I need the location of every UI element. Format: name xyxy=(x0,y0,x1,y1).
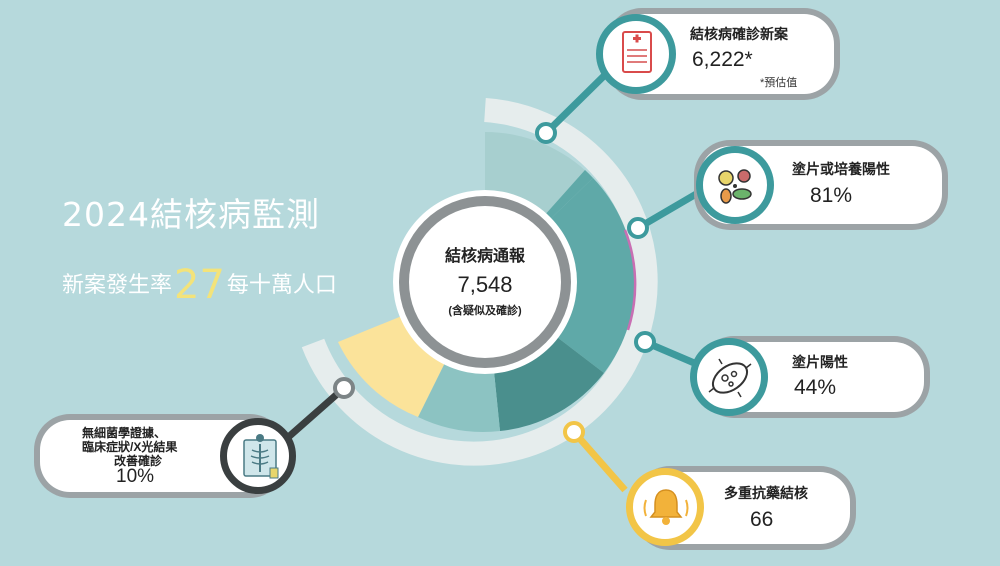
center-note: (含疑似及確診) xyxy=(448,305,522,317)
card-value: 66 xyxy=(750,508,774,531)
bacterium-icon xyxy=(690,338,768,416)
bacteria-icon xyxy=(696,146,774,224)
card-label: 多重抗藥結核 xyxy=(724,485,808,501)
connector-dot xyxy=(333,377,355,399)
incidence-rate: 新案發生率27每十萬人口 xyxy=(62,262,337,308)
card-value: 10% xyxy=(116,466,155,487)
incidence-suffix: 每十萬人口 xyxy=(226,273,337,298)
center-label: 結核病通報 xyxy=(444,248,525,265)
incidence-value: 27 xyxy=(174,262,225,308)
connector-dot xyxy=(627,217,649,239)
page-title: 2024結核病監測 xyxy=(62,195,320,234)
card-label-line3: 改善確診 xyxy=(114,454,163,468)
center-summary: 結核病通報 7,548 (含疑似及確診) xyxy=(410,242,560,318)
card-label: 塗片陽性 xyxy=(792,354,848,370)
card-label-line1: 無細菌學證據、 xyxy=(82,426,167,440)
connector-dot xyxy=(563,421,585,443)
connector-dot xyxy=(634,331,656,353)
card-value: 81% xyxy=(810,184,853,207)
card-value: 6,222* xyxy=(692,48,753,71)
card-label-line2: 臨床症狀/X光結果 xyxy=(82,440,178,454)
connector-dot xyxy=(535,122,557,144)
outer-ring xyxy=(301,98,658,466)
card-value: 44% xyxy=(794,376,837,399)
medical-report-icon xyxy=(596,14,676,94)
bell-icon xyxy=(626,468,704,546)
incidence-prefix: 新案發生率 xyxy=(62,273,173,298)
card-label: 塗片或培養陽性 xyxy=(792,161,890,177)
card-label: 結核病確診新案 xyxy=(690,26,788,42)
center-value: 7,548 xyxy=(457,272,513,297)
xray-icon xyxy=(220,418,296,494)
card-note: *預估值 xyxy=(760,77,798,89)
